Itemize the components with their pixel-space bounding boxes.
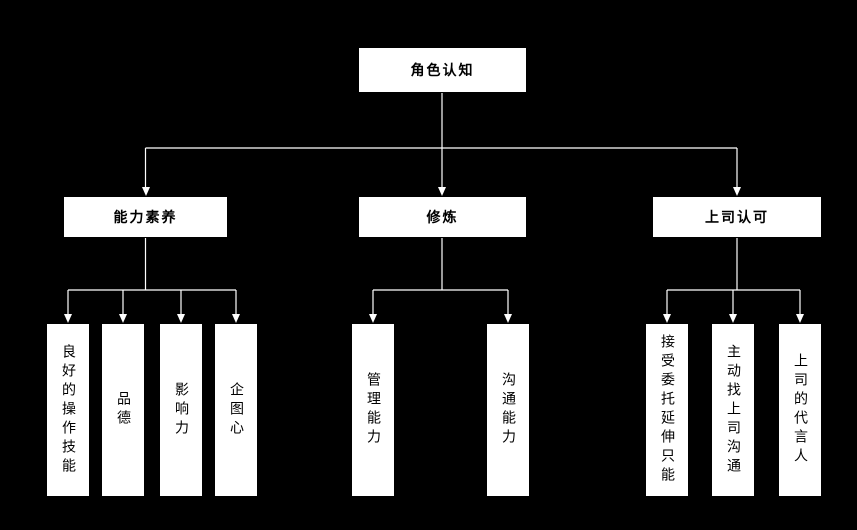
leaf-node-communication-ability: 沟通能力: [486, 323, 530, 497]
leaf-node-morality: 品德: [101, 323, 145, 497]
leaf-label: 管理能力: [365, 372, 381, 448]
branch-node-cultivation: 修炼: [358, 196, 527, 238]
leaf-node-influence: 影响力: [159, 323, 203, 497]
leaf-label: 主动找上司沟通: [725, 343, 741, 477]
leaf-node-boss-spokesperson: 上司的代言人: [778, 323, 822, 497]
leaf-label: 接受委托延伸只能: [659, 334, 675, 486]
leaf-node-accept-delegation: 接受委托延伸只能: [645, 323, 689, 497]
leaf-label: 影响力: [173, 381, 189, 439]
leaf-label: 良好的操作技能: [60, 343, 76, 477]
leaf-label: 企图心: [228, 381, 244, 439]
leaf-node-operation-skills: 良好的操作技能: [46, 323, 90, 497]
leaf-label: 上司的代言人: [792, 353, 808, 467]
leaf-node-management-ability: 管理能力: [351, 323, 395, 497]
leaf-node-ambition: 企图心: [214, 323, 258, 497]
leaf-node-proactive-communication: 主动找上司沟通: [711, 323, 755, 497]
root-node-role-cognition: 角色认知: [358, 47, 527, 93]
branch-node-boss-approval: 上司认可: [652, 196, 822, 238]
leaf-label: 品德: [115, 391, 131, 429]
leaf-label: 沟通能力: [500, 372, 516, 448]
branch-node-ability: 能力素养: [63, 196, 228, 238]
